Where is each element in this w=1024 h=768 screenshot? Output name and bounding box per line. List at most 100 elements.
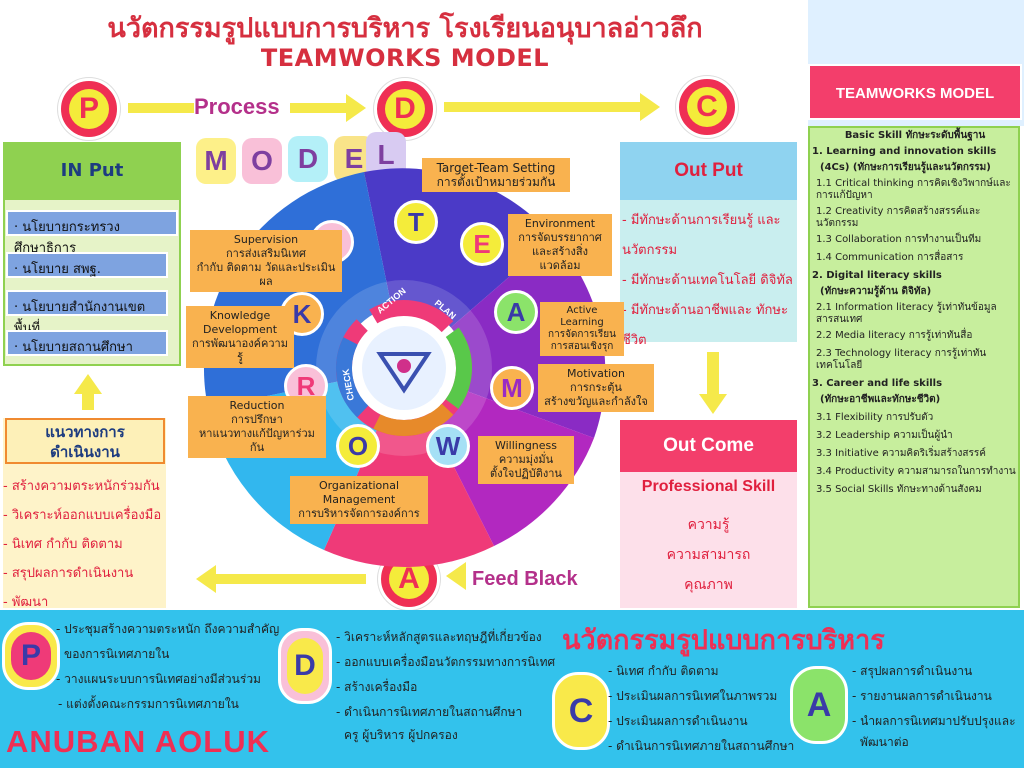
label-environment-th2: และสร้างสิ่งแวดล้อม [532, 245, 588, 272]
output-item: - มีทักษะด้านการเรียนรู้ และนวัตกรรม [622, 213, 781, 258]
input-item: · นโยบายสถานศึกษา [6, 330, 168, 356]
school-name: ANUBAN AOLUK [6, 724, 270, 759]
wheel-letter-a: A [494, 290, 538, 334]
wheel-letter-m: M [490, 366, 534, 410]
bottom-p-item: - ประชุมสร้างความตระหนัก ถึงความสำคัญ [56, 622, 280, 636]
skills-list: Basic Skill ทักษะระดับพื้นฐาน 1. Learnin… [812, 130, 1018, 496]
cycle-c-circle: C [676, 76, 738, 138]
arrow-a-operation-head [196, 565, 216, 593]
skills-item: 3.5 Social Skills ทักษะทางด้านสังคม [816, 484, 982, 495]
input-item: · นโยบายสำนักงานเขตพื้นที่ [6, 290, 168, 336]
teamworks-badge: TEAMWORKS MODEL [808, 64, 1022, 120]
bottom-band [0, 610, 1024, 768]
label-reduction-en: Reduction [229, 399, 285, 412]
skills-item: 3.2 Leadership ความเป็นผู้นำ [816, 430, 953, 441]
operation-title-line2: ดำเนินงาน [50, 443, 120, 461]
operation-item: - นิเทศ กำกับ ติดตาม [3, 537, 123, 552]
output-title: Out Put [620, 142, 797, 200]
skills-section-sub: (ทักษะความรู้ด้าน ดิจิทัล) [820, 286, 932, 297]
bottom-a-list: - สรุปผลการดำเนินงาน - รายงานผลการดำเนิน… [852, 664, 1022, 750]
bottom-d-item: ครู ผู้บริหาร ผู้ปกครอง [344, 728, 458, 742]
outcome-item: ความรู้ [687, 517, 730, 533]
bottom-p-item: - แต่งตั้งคณะกรรมการนิเทศภายใน [58, 697, 239, 711]
label-reduction-th1: การปรึกษา [231, 413, 283, 426]
page-subtitle: TEAMWORKS MODEL [260, 44, 550, 72]
label-knowledge-en1: Knowledge [209, 309, 271, 322]
bottom-c-item: - ประเมินผลการดำเนินงาน [608, 714, 748, 728]
output-item: - มีทักษะด้านอาชีพและ ทักษะชีวิต [622, 303, 788, 348]
skills-item: 3.3 Initiative ความคิดริเริ่มสร้างสรรค์ [816, 448, 986, 459]
label-supervision-th2: กำกับ ติดตาม วัดและประเมินผล [196, 261, 336, 288]
bottom-a-item: - รายงานผลการดำเนินงาน [852, 689, 992, 703]
operation-item: - สรุปผลการดำเนินงาน [3, 566, 134, 581]
arrow-p-d-head [346, 94, 366, 122]
arrow-operation-input-head [74, 374, 102, 394]
outcome-list: ความรู้ ความสามารถ คุณภาพ [620, 510, 797, 600]
input-item: · นโยบายกระทรวงศึกษาธิการ [6, 210, 178, 256]
skills-item: 1.1 Critical thinking การคิดเชิงวิพากษ์แ… [816, 178, 1011, 201]
outcome-subtitle: Professional Skill [641, 478, 776, 495]
arrow-feedback-head [446, 562, 466, 590]
label-reduction-th2: หาแนวทางแก้ปัญหาร่วมกัน [199, 427, 315, 454]
bottom-c-item: - ประเมินผลการนิเทศในภาพรวม [608, 689, 778, 703]
label-organizational-en1: Organizational [318, 479, 400, 492]
arrow-p-d-body [290, 103, 346, 113]
label-willingness-en: Willingness [494, 439, 557, 452]
skills-heading: Basic Skill ทักษะระดับพื้นฐาน [844, 130, 986, 141]
label-supervision-th1: การส่งเสริมนิเทศ [226, 247, 306, 260]
arrow-d-c-head [640, 93, 660, 121]
arrow-operation-input-body [82, 392, 94, 410]
bottom-d-item: - วิเคราะห์หลักสูตรและทฤษฎีที่เกี่ยวข้อง [336, 630, 542, 644]
label-supervision-en: Supervision [233, 233, 299, 246]
bottom-a-item: - นำผลการนิเทศมาปรับปรุงและ [852, 714, 1016, 728]
label-organizational-en2: Management [322, 493, 396, 506]
bottom-c-item: - นิเทศ กำกับ ติดตาม [608, 664, 719, 678]
bottom-headline: นวัตกรรมรูปแบบการบริหาร [562, 625, 885, 656]
wheel-letter-w: W [426, 424, 470, 468]
skills-item: 1.3 Collaboration การทำงานเป็นทีม [816, 234, 982, 245]
bottom-c-letter: C [561, 682, 601, 740]
label-motivation-th2: สร้างขวัญและกำลังใจ [544, 395, 648, 408]
bottom-c-item: - ดำเนินการนิเทศภายในสถานศึกษา [608, 739, 795, 753]
page-title: นวัตกรรมรูปแบบการบริหาร โรงเรียนอนุบาลอ่… [107, 13, 703, 44]
skills-section: 3. Career and life skills [812, 378, 943, 389]
output-item: - มีทักษะด้านเทคโนโลยี ดิจิทัล [622, 273, 793, 288]
wheel-letter-t: T [394, 200, 438, 244]
cycle-c-letter: C [687, 87, 727, 127]
bottom-a-letter: A [799, 676, 839, 734]
label-active-en: Active Learning [560, 305, 604, 328]
bottom-p-badge: P [2, 622, 60, 690]
input-title: IN Put [3, 142, 181, 200]
label-environment-th1: การจัดบรรยากาศ [518, 231, 602, 244]
skills-item: 2.2 Media literacy การรู้เท่าทันสื่อ [816, 330, 973, 341]
operation-list: - สร้างความตระหนักร่วมกัน - วิเคราะห์ออก… [3, 472, 168, 617]
cycle-p-letter: P [69, 89, 109, 129]
skills-section-sub: (4Cs) (ทักษะการเรียนรู้และนวัตกรรม) [820, 162, 991, 173]
wheel-letter-o: O [336, 424, 380, 468]
bottom-d-badge: D [278, 628, 332, 704]
operation-title-line1: แนวทางการ [45, 423, 125, 441]
bottom-a-item: - สรุปผลการดำเนินงาน [852, 664, 973, 678]
label-active-th1: การจัดการเรียน [548, 329, 616, 340]
model-tile-m: M [196, 138, 236, 184]
bottom-c-badge: C [552, 672, 610, 750]
arrow-a-operation-body [216, 574, 366, 584]
label-active: Active Learning การจัดการเรียน การสอนเชิ… [540, 302, 624, 356]
skills-item: 3.1 Flexibility การปรับตัว [816, 412, 934, 423]
outcome-title: Out Come [620, 420, 797, 472]
skills-item: 3.4 Productivity ความสามารถในการทำงาน [816, 466, 1016, 477]
bottom-p-item: ของการนิเทศภายใน [64, 647, 170, 661]
skills-panel [808, 126, 1020, 608]
label-willingness: Willingness ความมุ่งมั่น ตั้งใจปฏิบัติงา… [478, 436, 574, 484]
label-motivation-en: Motivation [567, 367, 625, 380]
outcome-item: คุณภาพ [684, 577, 733, 593]
label-knowledge-en2: Development [202, 323, 278, 336]
process-label: Process [194, 94, 280, 119]
label-target: Target-Team Setting การตั้งเป้าหมายร่วมก… [422, 158, 570, 192]
skills-section: 2. Digital literacy skills [812, 270, 942, 281]
bottom-d-item: - สร้างเครื่องมือ [336, 680, 418, 694]
cycle-p-circle: P [58, 78, 120, 140]
arrow-output-outcome-body [707, 352, 719, 396]
operation-item: - สร้างความตระหนักร่วมกัน [3, 479, 160, 494]
bottom-d-list: - วิเคราะห์หลักสูตรและทฤษฎีที่เกี่ยวข้อง… [336, 630, 568, 743]
